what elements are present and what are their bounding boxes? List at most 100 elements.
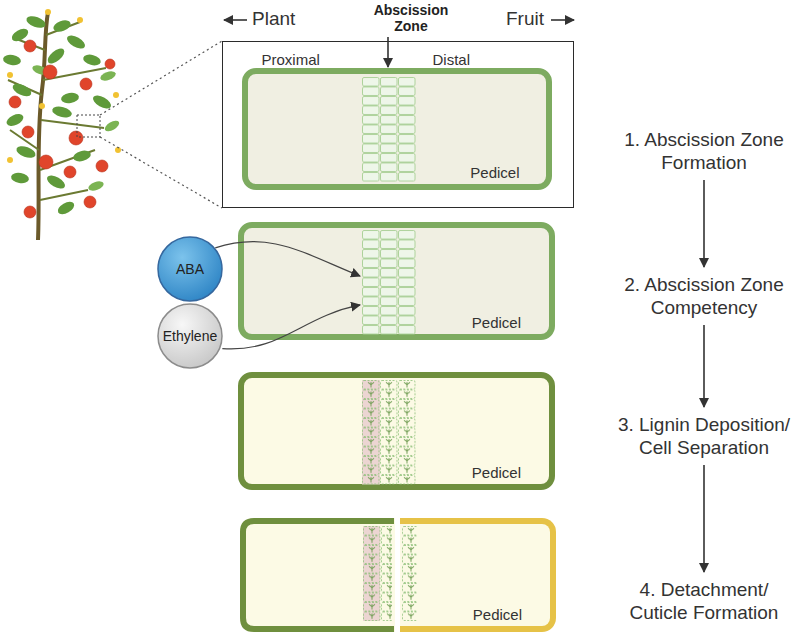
- hormone-circle: Ethylene: [157, 303, 223, 369]
- leaf: [87, 180, 105, 193]
- separating-cells: [362, 380, 416, 485]
- direction-arrow: [551, 19, 574, 21]
- flower: [115, 147, 121, 153]
- flow-arrow: [703, 465, 705, 572]
- plant-branch: [8, 22, 106, 200]
- tomato: [80, 78, 92, 90]
- tomato: [96, 160, 108, 172]
- flower: [45, 9, 51, 15]
- step-label: 3. Lignin Deposition/ Cell Separation: [613, 413, 795, 459]
- flow-arrow: [703, 325, 705, 407]
- flower: [7, 72, 13, 78]
- leaf-group: [31, 64, 121, 193]
- leaf: [31, 64, 49, 77]
- leaf: [15, 144, 37, 160]
- direction-label: Fruit: [506, 8, 544, 30]
- leaf: [99, 70, 117, 83]
- flow-arrow: [703, 180, 705, 267]
- scar-cells: [363, 526, 392, 621]
- leaf: [103, 119, 121, 134]
- cell-grid: [362, 380, 416, 485]
- leaf: [5, 112, 26, 129]
- tomato: [22, 126, 34, 138]
- leaf: [52, 18, 72, 34]
- region-label: Proximal: [262, 52, 320, 68]
- step-label: 2. Abscission Zone Competency: [613, 273, 795, 319]
- flow-arrow: [222, 305, 360, 349]
- tomato: [84, 196, 96, 208]
- hormone-label: ABA: [176, 261, 204, 277]
- cell-grid: [362, 77, 416, 182]
- tomato: [105, 59, 115, 69]
- leaf: [25, 14, 47, 30]
- step-label: 1. Abscission Zone Formation: [613, 128, 795, 174]
- circle-shape: [158, 237, 222, 301]
- leaf: [2, 54, 21, 67]
- pedicel-shape: Pedicel: [242, 68, 552, 190]
- zoom-line: [100, 41, 222, 115]
- lignin-column: [363, 526, 380, 621]
- tomato: [9, 96, 21, 108]
- step-text: 1. Abscission Zone Formation: [624, 129, 783, 173]
- tomato: [64, 166, 76, 178]
- leaf: [82, 53, 102, 67]
- direction-label: Plant: [252, 8, 295, 30]
- pedicel-outline: [243, 521, 394, 629]
- abscission-cells: [362, 77, 416, 182]
- leaf: [91, 93, 113, 112]
- leaf: [65, 33, 87, 52]
- zoom-line: [100, 137, 222, 208]
- pedicel-label: Pedicel: [472, 315, 521, 331]
- tomato-plant: [2, 9, 121, 240]
- cell-grid: [402, 526, 417, 621]
- scar-cells: [402, 526, 417, 621]
- tomato: [69, 131, 83, 145]
- pedicel-shape: Pedicel: [238, 222, 555, 340]
- zone-label: Abscission Zone: [366, 2, 456, 34]
- pedicel-shape: Pedicel: [238, 372, 555, 490]
- step-text: 3. Lignin Deposition/ Cell Separation: [618, 414, 790, 458]
- tomato: [24, 206, 36, 218]
- tomato: [43, 65, 57, 79]
- step-label: 4. Detachment/ Cuticle Formation: [613, 578, 795, 624]
- direction-arrow: [224, 19, 247, 21]
- leaf: [45, 173, 67, 192]
- flower: [113, 92, 119, 98]
- flower: [39, 103, 45, 109]
- circle-shape: [158, 304, 222, 368]
- cell-grid: [363, 526, 392, 621]
- leaf: [11, 81, 33, 99]
- pedicel-piece: [240, 518, 395, 632]
- flower: [7, 157, 13, 163]
- leaf: [72, 149, 92, 163]
- pedicel-label: Pedicel: [472, 465, 521, 481]
- leaf: [10, 26, 31, 44]
- step-text: 2. Abscission Zone Competency: [624, 274, 783, 318]
- zoom-marker: [77, 115, 100, 137]
- flower-group: [7, 9, 121, 163]
- pedicel-label: Pedicel: [473, 607, 522, 623]
- abscission-cells: [362, 230, 416, 335]
- leaf: [45, 46, 67, 67]
- pedicel-label: Pedicel: [470, 165, 519, 181]
- tomato: [39, 155, 53, 169]
- hormone-circle: ABA: [157, 236, 223, 302]
- leaf: [56, 199, 77, 217]
- tomato-group: [9, 40, 115, 218]
- leaf: [51, 105, 73, 120]
- leaf-group: [2, 14, 113, 217]
- region-label: Distal: [433, 52, 471, 68]
- hormone-label: Ethylene: [163, 328, 217, 344]
- leaf: [60, 92, 79, 105]
- pointer-arrow: [387, 37, 389, 67]
- plant-stem: [38, 12, 48, 240]
- zoom-frame: Proximal DistalPedicel: [222, 41, 574, 208]
- step-text: 4. Detachment/ Cuticle Formation: [630, 579, 779, 623]
- pedicel-shape: Pedicel: [400, 518, 556, 632]
- lignin-column: [362, 380, 380, 485]
- flow-arrow: [215, 242, 360, 276]
- cell-grid: [362, 230, 416, 335]
